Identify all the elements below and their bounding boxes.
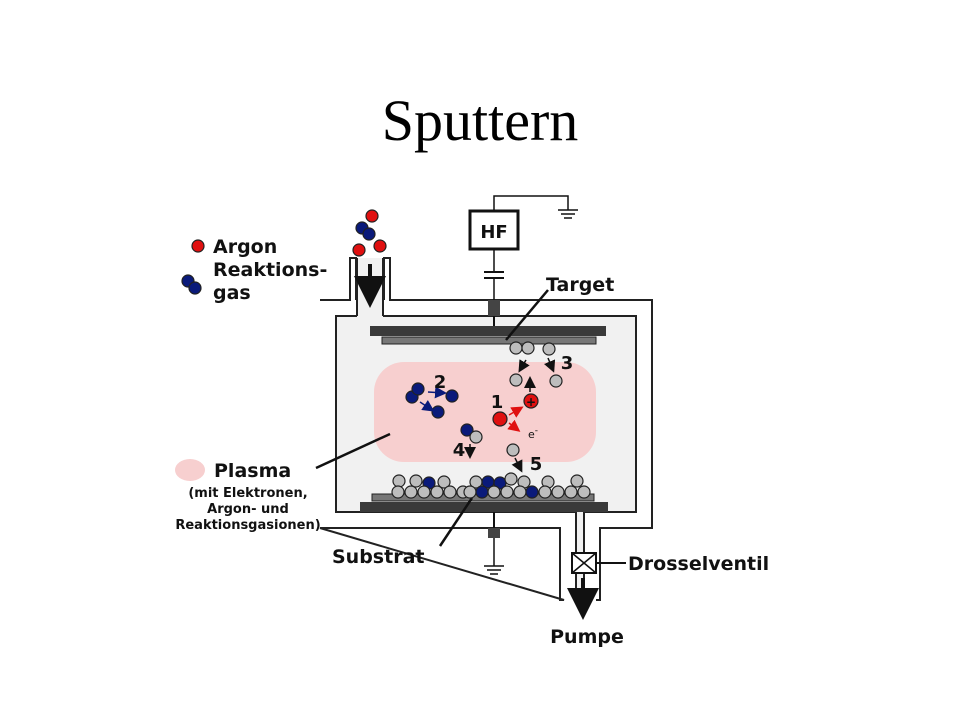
target-label: Target [546, 274, 614, 296]
substrat-leader [438, 497, 474, 547]
slide-title: Sputtern [381, 88, 579, 153]
argon-atom [492, 411, 508, 427]
substrate-electrode [360, 502, 608, 512]
reaktionsgas-label-1: Reaktions- [213, 259, 327, 281]
reaktionsgas-label-2: gas [213, 282, 251, 304]
plasma-region [374, 362, 596, 462]
ground-icon-bottom [484, 565, 504, 575]
target-leader [505, 289, 549, 341]
ground-icon-top [558, 209, 578, 219]
reaktionsgas-legend-icon [181, 274, 202, 295]
target-electrode [370, 326, 606, 336]
step-2-label: 2 [434, 372, 447, 393]
step-4-label: 4 [453, 440, 466, 461]
target-plate [381, 336, 597, 345]
deposited-film [391, 472, 591, 499]
capacitor-icon [484, 271, 504, 279]
plasma-leader [315, 432, 391, 470]
plasma-note-3: Reaktionsgasionen) [175, 518, 320, 533]
electron-label: e- [528, 426, 538, 441]
plasma-note-1: (mit Elektronen, [188, 486, 307, 501]
plasma-note-2: Argon- und [207, 502, 289, 517]
pumpe-label: Pumpe [550, 626, 624, 648]
ion-plus-sign: + [526, 395, 536, 409]
substrat-label: Substrat [332, 546, 424, 568]
hf-label: HF [480, 222, 507, 243]
argon-legend-icon [191, 239, 205, 253]
drosselventil-label: Drosselventil [628, 553, 769, 575]
plasma-legend-icon [175, 459, 205, 481]
target-atoms [509, 341, 563, 388]
feedthrough-top [488, 300, 500, 316]
plasma-label: Plasma [214, 460, 291, 482]
incoming-gas-particles [352, 209, 387, 257]
reactive-gas-molecules [405, 382, 459, 419]
feedthrough-bottom [488, 528, 500, 538]
argon-ion [523, 393, 539, 409]
step-3-label: 3 [561, 353, 574, 374]
step-5-label: 5 [530, 454, 543, 475]
step-1-label: 1 [491, 392, 504, 413]
argon-label: Argon [213, 236, 277, 258]
